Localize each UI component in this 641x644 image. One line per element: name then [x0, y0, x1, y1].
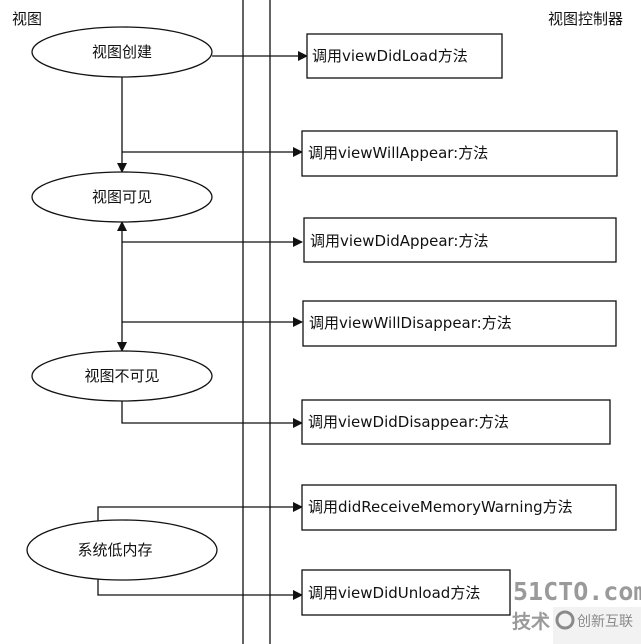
state-low-memory: 系统低内存 [26, 519, 218, 581]
state-label: 视图创建 [92, 43, 152, 61]
method-label: 调用viewWillAppear:方法 [308, 144, 488, 162]
method-label: 调用viewDidDisappear:方法 [308, 413, 509, 431]
method-box-viewdidunload: 调用viewDidUnload方法 [301, 569, 511, 616]
state-label: 系统低内存 [77, 541, 152, 559]
state-view-invisible: 视图不可见 [31, 350, 213, 402]
state-label: 视图不可见 [84, 367, 159, 385]
method-box-viewwillappear: 调用viewWillAppear:方法 [301, 130, 618, 177]
arrow-to-memorywarning [97, 502, 303, 521]
method-label: 调用viewDidLoad方法 [312, 47, 468, 65]
watermark-logo-icon [555, 610, 575, 630]
state-view-visible: 视图可见 [31, 171, 213, 223]
method-label: 调用viewWillDisappear:方法 [309, 314, 512, 332]
method-box-didreceivememorywarning: 调用didReceiveMemoryWarning方法 [301, 484, 617, 531]
arrow-to-didunload [97, 579, 303, 600]
controller-lane-title: 视图控制器 [548, 10, 623, 28]
method-box-viewdidload: 调用viewDidLoad方法 [306, 33, 503, 79]
method-box-viewwilldisappear: 调用viewWillDisappear:方法 [302, 300, 617, 347]
method-box-viewdidappear: 调用viewDidAppear:方法 [303, 217, 617, 263]
state-view-created: 视图创建 [31, 26, 213, 78]
arrow-to-diddisappear [121, 401, 303, 428]
watermark-tech: 技术 [512, 610, 550, 633]
watermark-brand: 创新互联 [577, 614, 633, 630]
view-lane-title: 视图 [12, 10, 42, 28]
method-label: 调用viewDidUnload方法 [308, 584, 480, 602]
watermark-site: 51CTO.com [513, 577, 641, 606]
method-label: 调用didReceiveMemoryWarning方法 [308, 498, 573, 516]
state-label: 视图可见 [92, 188, 152, 206]
method-label: 调用viewDidAppear:方法 [310, 232, 488, 250]
method-box-viewdiddisappear: 调用viewDidDisappear:方法 [301, 399, 611, 445]
watermark: 51CTO.com 技术 创新互联 [512, 577, 641, 644]
